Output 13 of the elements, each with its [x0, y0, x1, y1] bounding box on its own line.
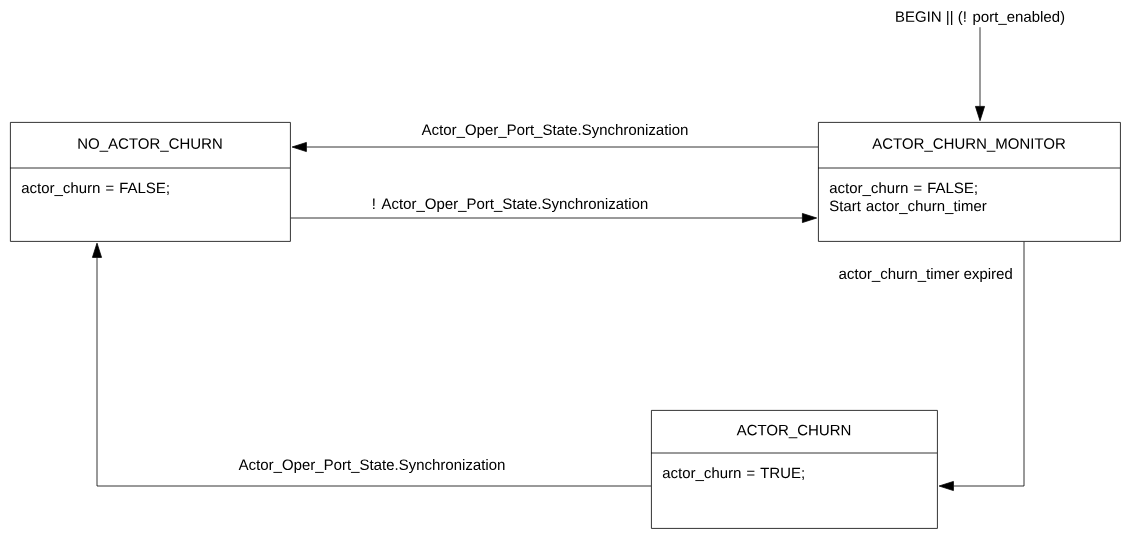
state-box: ACTOR_CHURN actor_churn = TRUE; — [650, 410, 938, 529]
arrow — [975, 26, 985, 122]
arrow — [92, 242, 652, 487]
state-box: NO_ACTOR_CHURN actor_churn = FALSE; — [9, 122, 291, 242]
edge-label: Actor_Oper_Port_State.Synchronization — [420, 123, 690, 139]
edge-label: actor_churn_timer expired — [837, 267, 1014, 283]
state-box: ACTOR_CHURN_MONITOR actor_churn = FALSE; Start actor_churn_timer — [817, 122, 1121, 242]
arrow — [290, 213, 818, 223]
arrow — [938, 241, 1025, 491]
edge-label: ! Actor_Oper_Port_State.Synchronization — [370, 197, 650, 213]
arrow — [291, 142, 819, 152]
edge-label: Actor_Oper_Port_State.Synchronization — [237, 458, 507, 474]
condition-text: BEGIN || (! port_enabled) — [896, 11, 1065, 26]
